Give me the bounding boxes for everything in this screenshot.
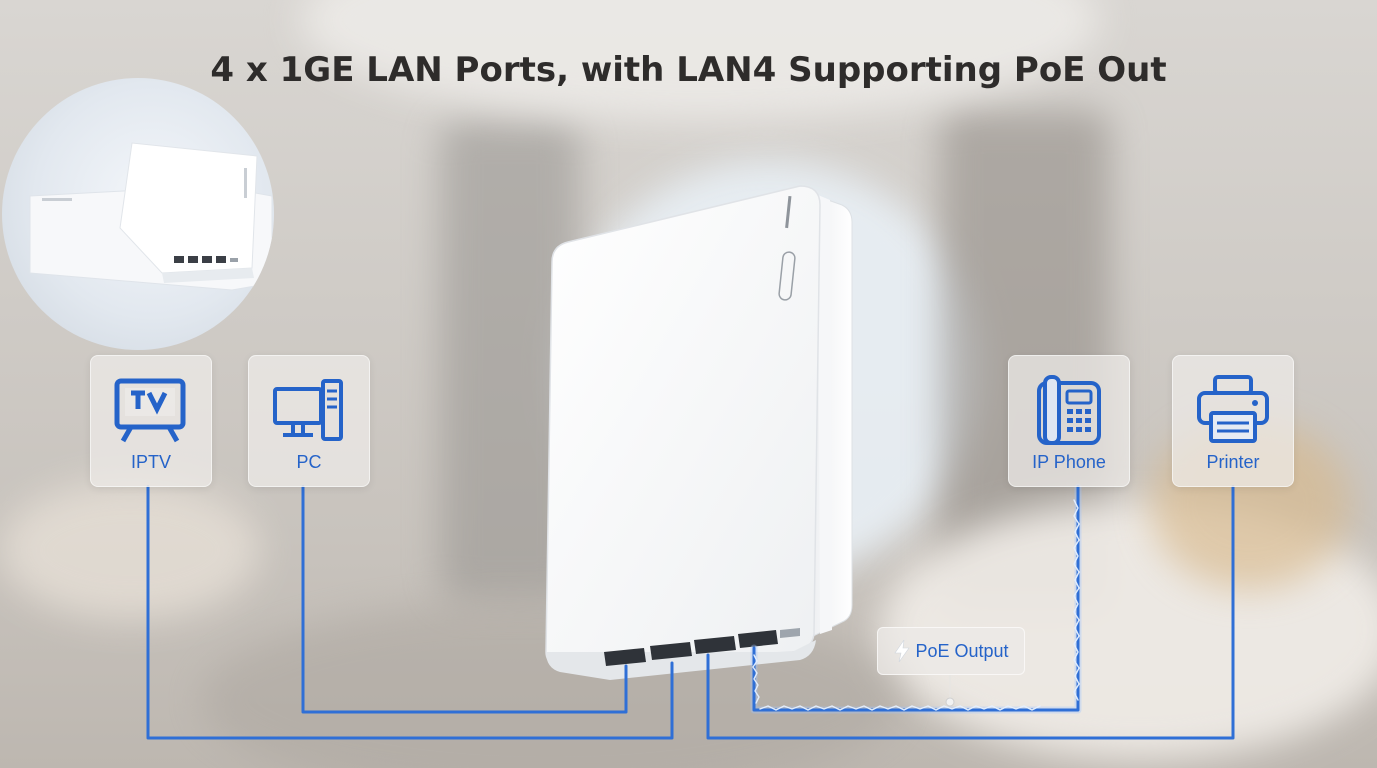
device-label-iptv: IPTV [130,452,171,472]
device-label-printer: Printer [1206,452,1260,472]
background-sofa [0,480,260,620]
poe-output-label: PoE Output [915,640,1009,661]
cable-iptv [146,485,674,740]
headline: 4 x 1GE LAN Ports, with LAN4 Supporting … [210,50,1167,90]
desk-phone-icon [1037,375,1101,445]
product-thumbnail [2,78,274,350]
device-label-ip-phone: IP Phone [1032,452,1106,472]
thumbnail-device-illustration [29,142,273,291]
device-card-pc: PC [248,355,370,487]
desktop-computer-icon [273,379,343,441]
poe-output-badge: PoE Output [877,627,1025,675]
tv-icon [114,378,186,443]
cable-ip-phone-poe [750,483,1082,714]
device-label-pc: PC [296,452,322,472]
device-card-printer: Printer [1172,355,1294,487]
ethernet-cables [146,485,1235,740]
printer-icon [1197,375,1269,443]
lan-ports [604,628,800,666]
device-card-iptv: IPTV [90,355,212,487]
device-card-ip-phone: IP Phone [1008,355,1130,487]
lightning-bolt-icon [894,639,911,663]
cable-printer [706,485,1235,740]
cable-pc [301,485,628,714]
